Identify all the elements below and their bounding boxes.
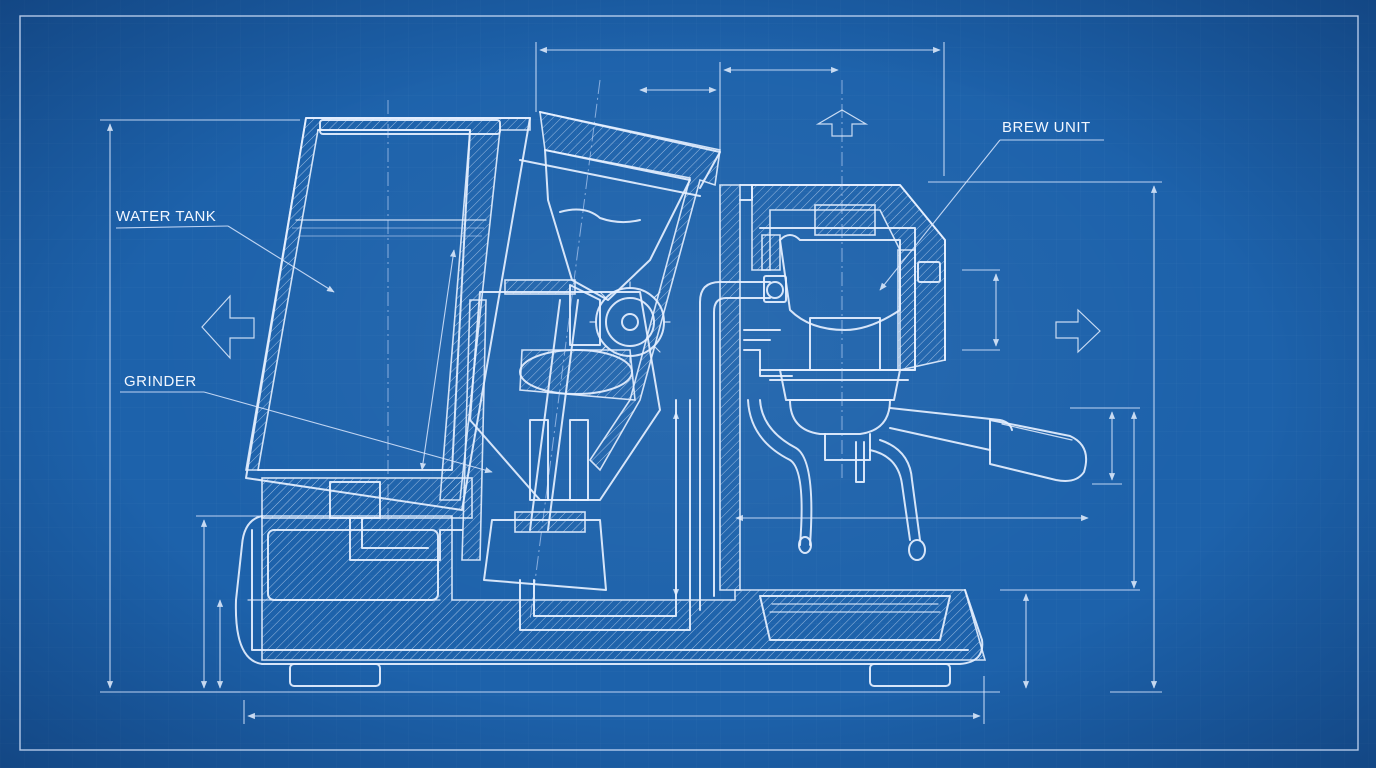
left-arrow-icon bbox=[201, 294, 255, 360]
label-grinder: GRINDER bbox=[124, 373, 197, 390]
right-arrow-icon bbox=[1055, 308, 1101, 354]
sheet-border bbox=[19, 15, 1359, 751]
frame-and-pipes bbox=[699, 184, 926, 611]
water-tank bbox=[245, 100, 531, 561]
label-brew-unit: BREW UNIT bbox=[1002, 119, 1091, 136]
leader-lines bbox=[115, 139, 1104, 474]
up-arrow-icon bbox=[815, 109, 869, 137]
machine-base bbox=[234, 515, 987, 687]
label-water-tank: WATER TANK bbox=[116, 208, 217, 225]
direction-arrows bbox=[201, 109, 1101, 360]
dimension-lines bbox=[100, 42, 1162, 724]
brew-unit bbox=[751, 80, 1088, 483]
grinder bbox=[461, 79, 721, 631]
